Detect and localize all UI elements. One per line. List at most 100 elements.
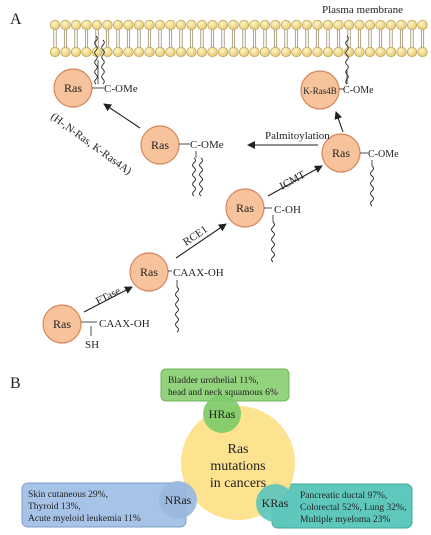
lipid-head xyxy=(112,46,124,58)
lipid-head xyxy=(301,46,313,58)
sh-group: SH xyxy=(85,339,99,351)
nras-cancers-box: Skin cutaneous 29%, Thyroid 13%, Acute m… xyxy=(21,482,187,528)
lipid-head xyxy=(375,19,386,31)
lipid-head xyxy=(165,46,176,58)
lipid-head xyxy=(165,19,176,31)
icmt-arrow xyxy=(267,165,323,197)
lipid-head xyxy=(207,46,218,58)
lipid-head xyxy=(333,46,344,58)
c-oh: C-OH xyxy=(274,204,301,216)
lipid-head xyxy=(301,19,313,31)
hras-node: HRas xyxy=(203,395,241,433)
lipid-head xyxy=(154,19,166,31)
lipid-head xyxy=(81,46,92,58)
lipid-head xyxy=(354,19,365,31)
nras-cancer-2: Thyroid 13%, xyxy=(28,502,81,512)
lipid-head xyxy=(154,46,166,58)
ras-4-tail: C-OMe xyxy=(360,149,399,160)
lipid-head xyxy=(196,46,208,58)
nras-node: NRas xyxy=(159,481,197,519)
lipid-head xyxy=(102,19,113,31)
lipid-head xyxy=(81,19,92,31)
lipid-anchor xyxy=(370,165,374,207)
lipid-head xyxy=(112,19,124,31)
ftase-label: FTase xyxy=(94,285,123,308)
ras-membrane-tail: C-OMe xyxy=(92,83,138,95)
c-ome-5: C-OMe xyxy=(190,139,224,151)
lipid-head xyxy=(396,46,407,58)
kras-cancer-2: Colorectal 52%, Lung 32%, xyxy=(300,503,406,513)
kras-circle xyxy=(256,484,294,522)
lipid-head xyxy=(207,19,218,31)
ras-2-label: Ras xyxy=(140,265,158,279)
lipid-head xyxy=(280,46,292,58)
caax-oh-1: CAAX-OH xyxy=(99,318,150,330)
lipid-head xyxy=(333,19,344,31)
lipid-anchor xyxy=(271,221,275,263)
lipid-head xyxy=(175,19,187,31)
ras-1-unmodified: Ras xyxy=(42,304,82,344)
plasma-membrane xyxy=(49,19,428,58)
lipid-head xyxy=(291,19,302,31)
kras4b-label: K-Ras4B xyxy=(303,86,337,96)
lipid-head xyxy=(60,46,71,58)
lipid-head xyxy=(133,46,145,58)
lipid-head xyxy=(406,19,418,31)
ras-membrane-label: Ras xyxy=(64,81,82,95)
ras-5-palmitoylated: Ras xyxy=(140,125,180,165)
lipid-head xyxy=(217,46,229,58)
lipid-head xyxy=(417,46,428,58)
lipid-head xyxy=(249,46,260,58)
isoforms-note: (H-,N-Ras, K-Ras4A) xyxy=(48,111,134,178)
lipid-head xyxy=(417,19,428,31)
lipid-head xyxy=(123,19,134,31)
lipid-head xyxy=(406,46,418,58)
lipid-anchor xyxy=(101,39,105,85)
lipid-head xyxy=(102,46,113,58)
lipid-tails xyxy=(94,35,374,333)
lipid-head xyxy=(186,19,197,31)
kras-node: KRas xyxy=(256,484,294,522)
lipid-head xyxy=(354,46,365,58)
ras-membrane-bound: Ras xyxy=(53,68,93,108)
nras-label: NRas xyxy=(165,493,192,507)
ras-1-label: Ras xyxy=(53,317,71,331)
ras-3-label: Ras xyxy=(236,201,254,215)
center-line-2: mutations xyxy=(210,459,265,474)
lipid-head xyxy=(186,46,197,58)
lipid-head xyxy=(291,46,302,58)
lipid-head xyxy=(217,19,229,31)
ras-2-tail: CAAX-OH xyxy=(168,267,224,279)
lipid-head xyxy=(70,46,82,58)
kras-label: KRas xyxy=(262,496,289,510)
lipid-head xyxy=(385,46,397,58)
lipid-anchor xyxy=(192,157,196,197)
to-membrane-arrow xyxy=(103,103,141,129)
nras-cancer-3: Acute myeloid leukemia 11% xyxy=(28,514,141,524)
lipid-head xyxy=(312,46,323,58)
lipid-head xyxy=(249,19,260,31)
ras-4-label: Ras xyxy=(332,146,350,160)
center-line-1: Ras xyxy=(228,442,249,457)
c-ome-4: C-OMe xyxy=(368,149,399,160)
hras-label: HRas xyxy=(209,407,236,421)
center-line-3: in cancers xyxy=(210,476,266,491)
lipid-head xyxy=(322,19,334,31)
panel-b-label: B xyxy=(10,375,21,392)
ras-3-cleaved: Ras xyxy=(225,188,265,228)
lipid-head xyxy=(228,46,239,58)
lipid-head xyxy=(375,46,386,58)
nras-circle xyxy=(159,481,197,519)
kras4b-tail: C-OMe xyxy=(339,85,374,96)
lipid-head xyxy=(70,19,82,31)
lipid-head xyxy=(196,19,208,31)
kras4b-membrane-bound: K-Ras4B xyxy=(300,70,340,110)
lipid-anchor xyxy=(199,157,203,197)
lipid-head xyxy=(144,46,155,58)
lipid-head xyxy=(270,19,281,31)
nras-cancer-1: Skin cutaneous 29%, xyxy=(28,490,108,500)
lipid-anchor xyxy=(175,286,179,333)
lipid-head xyxy=(312,19,323,31)
